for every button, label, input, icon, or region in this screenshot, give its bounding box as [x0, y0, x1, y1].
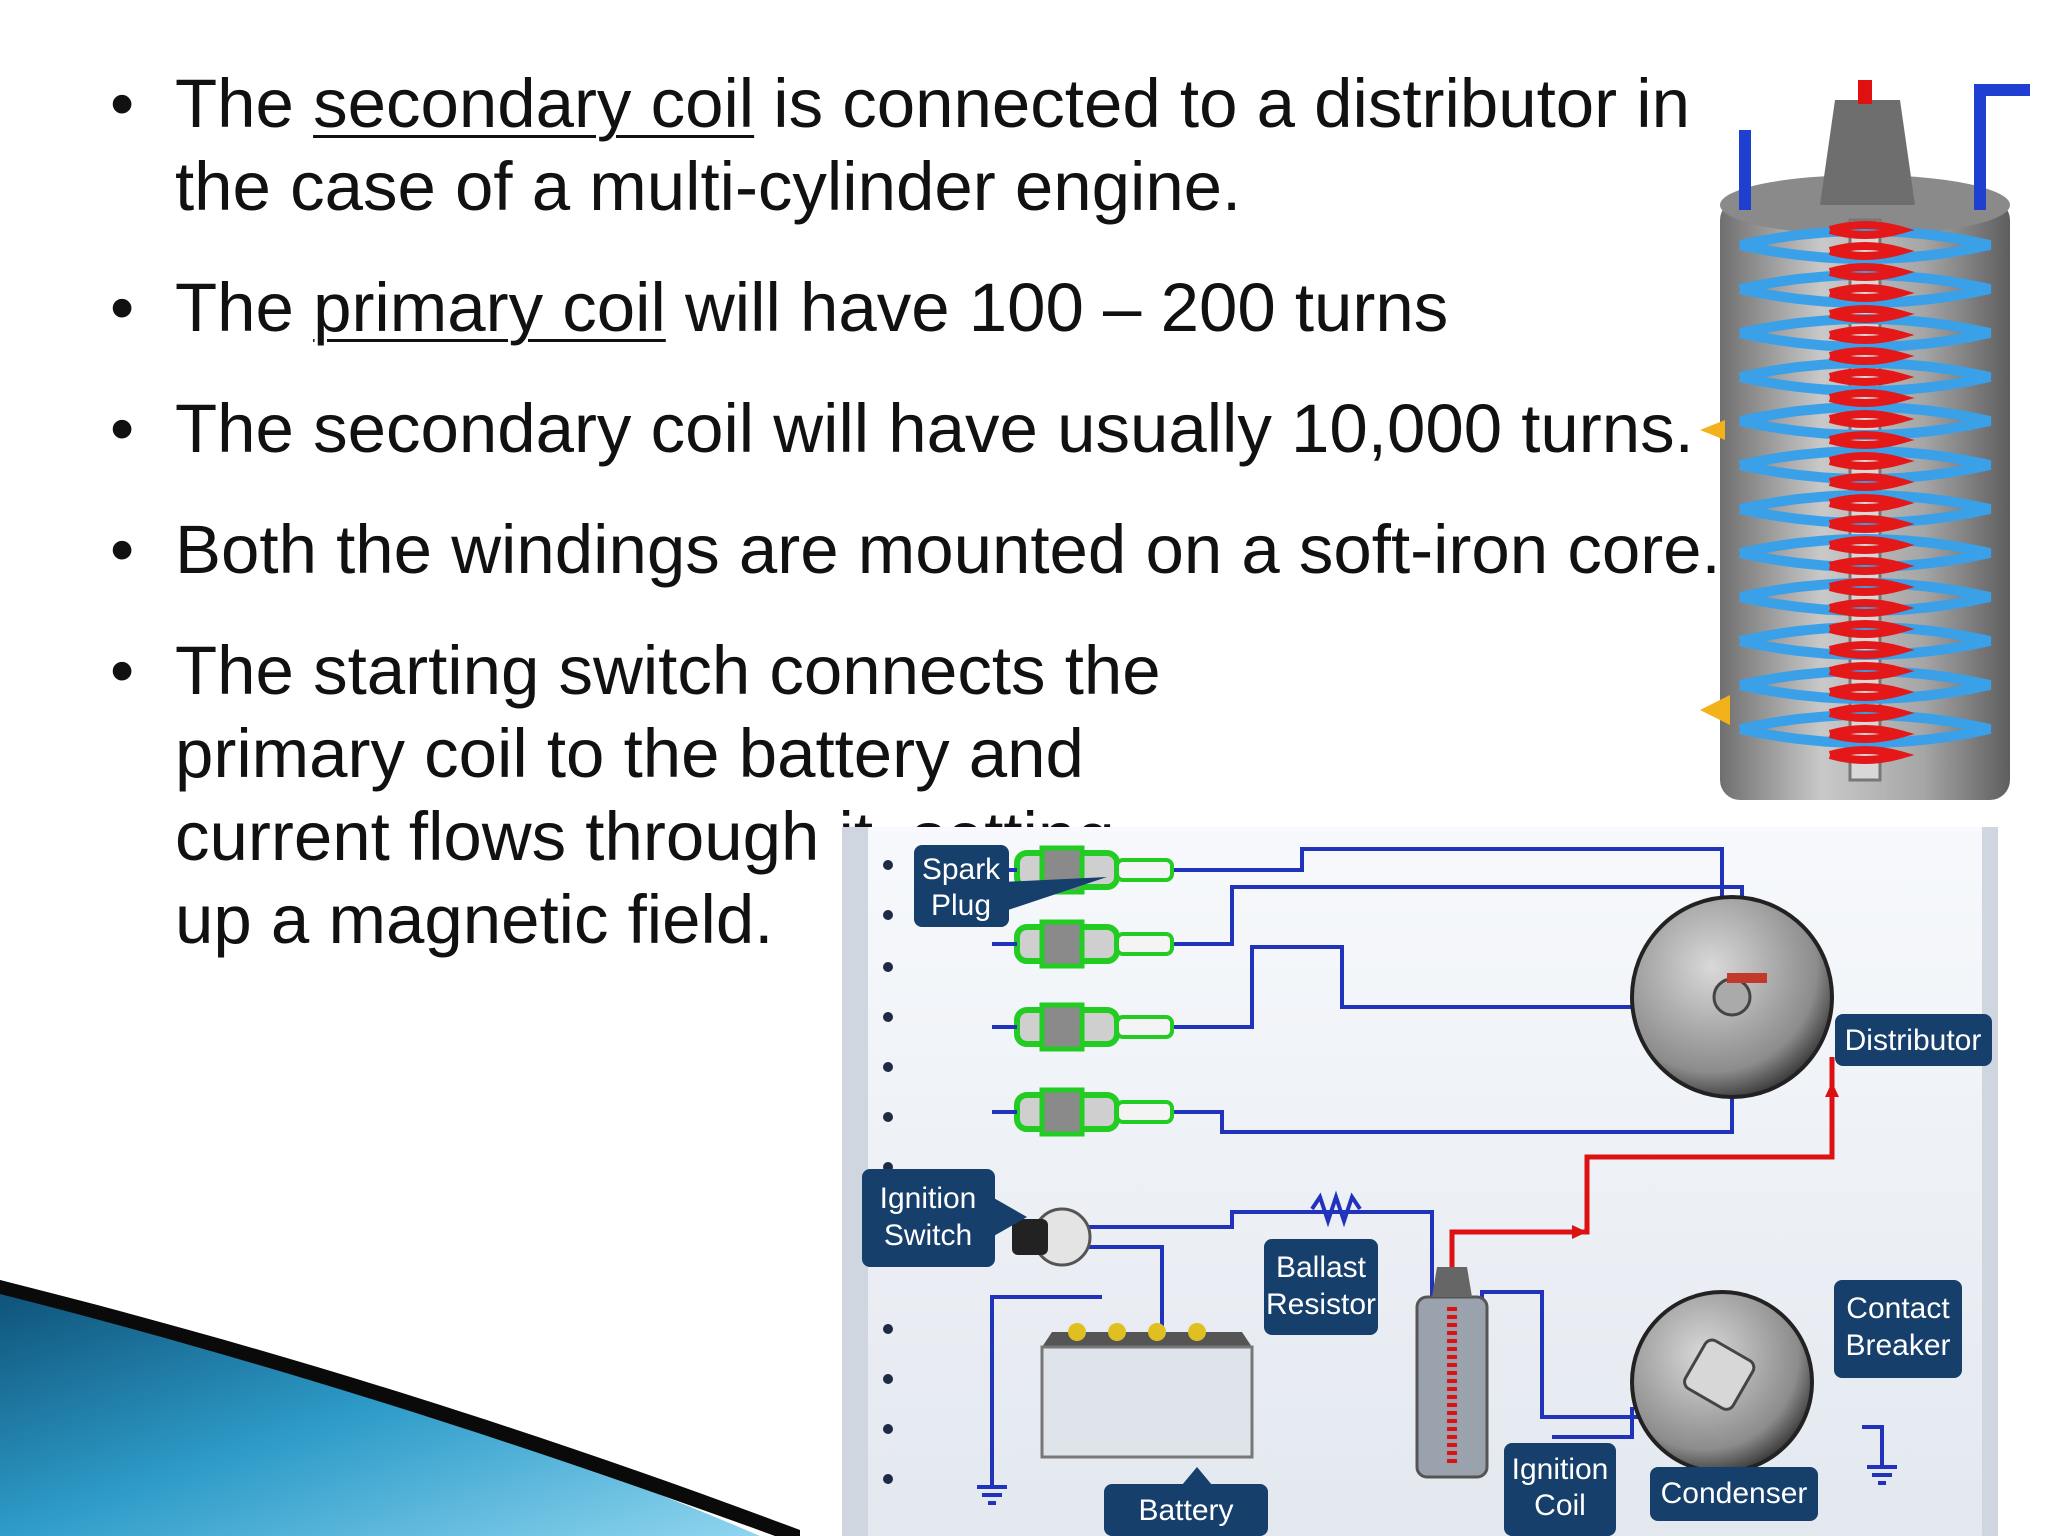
contact-breaker-label: Contact Breaker [1834, 1280, 1962, 1378]
bullet-item: • The primary coil will have 100 – 200 tu… [110, 266, 1760, 349]
battery-label: Battery [1104, 1467, 1268, 1536]
svg-text:Breaker: Breaker [1845, 1329, 1950, 1362]
bullet-item: • Both the windings are mounted on a soft… [110, 508, 1760, 591]
svg-text:Switch: Switch [884, 1219, 972, 1252]
bullet-dot: • [110, 632, 135, 709]
bullet-text: is connected to a distributor in the cas… [175, 65, 1690, 225]
bullet-text: The [175, 65, 314, 142]
ignition-coil-label: Ignition Coil [1504, 1443, 1616, 1536]
bullet-item: • The secondary coil will have usually 10… [110, 387, 1760, 470]
svg-text:Ballast: Ballast [1276, 1251, 1367, 1284]
condenser-label: Condenser [1650, 1467, 1818, 1521]
ballast-resistor-label: Ballast Resistor [1264, 1239, 1378, 1335]
spark-plug-icon [992, 919, 1174, 969]
svg-text:Spark: Spark [922, 853, 1001, 886]
ignition-coil-small-icon [1415, 1267, 1489, 1479]
svg-text:Ignition: Ignition [880, 1182, 977, 1215]
bullet-dot: • [110, 269, 135, 346]
svg-text:Resistor: Resistor [1266, 1288, 1376, 1321]
underlined-term: primary coil [313, 269, 666, 346]
ignition-coil-illustration [1700, 80, 2030, 800]
bullet-text: will have 100 – 200 turns [665, 269, 1449, 346]
underlined-term: secondary coil [313, 65, 755, 142]
svg-text:Contact: Contact [1846, 1292, 1950, 1325]
bullet-text: The [175, 269, 314, 346]
svg-text:Coil: Coil [1534, 1489, 1586, 1522]
decorative-swoosh [0, 1280, 800, 1536]
bullet-text: The secondary coil will have usually 10,… [175, 390, 1694, 467]
bullet-dot: • [110, 390, 135, 467]
svg-text:Ignition: Ignition [1512, 1453, 1609, 1486]
ignition-switch-label: Ignition Switch [862, 1169, 1027, 1267]
svg-text:Plug: Plug [931, 889, 991, 922]
spark-plug-icon [992, 1087, 1174, 1137]
spark-plug-label: Spark Plug [914, 845, 1107, 927]
bullet-text: Both the windings are mounted on a soft-… [175, 511, 1721, 588]
bullet-dot: • [110, 511, 135, 588]
bullet-item: • The secondary coil is connected to a di… [110, 62, 1760, 228]
battery-icon [1040, 1323, 1254, 1459]
bullet-list: • The secondary coil is connected to a di… [110, 62, 1760, 999]
svg-text:Battery: Battery [1138, 1494, 1233, 1527]
ignition-system-diagram: Spark Plug Distributor Ignition Switch B… [842, 827, 1998, 1536]
spark-plug-icon [992, 1002, 1174, 1052]
svg-text:Condenser: Condenser [1661, 1477, 1808, 1510]
distributor-label: Distributor [1835, 1014, 1992, 1066]
bullet-dot: • [110, 65, 135, 142]
svg-text:Distributor: Distributor [1845, 1024, 1982, 1057]
